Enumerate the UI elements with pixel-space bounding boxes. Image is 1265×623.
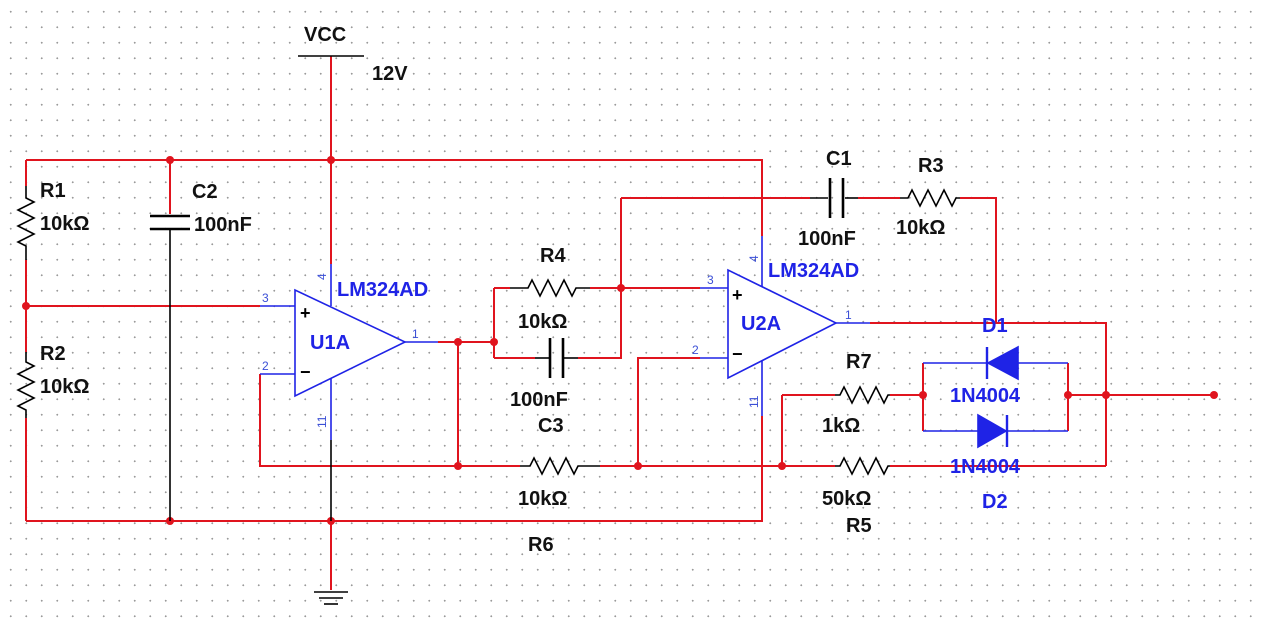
c1-ref: C1 xyxy=(826,148,852,170)
u1-pin-plus: 3 xyxy=(262,291,269,305)
r5-value: 50kΩ xyxy=(822,488,871,510)
r3-value: 10kΩ xyxy=(896,217,945,239)
junction-dot xyxy=(778,462,786,470)
resistor-r1[interactable]: R1 10kΩ xyxy=(16,180,89,260)
junction-dot xyxy=(166,156,174,164)
r4-zigzag xyxy=(510,278,590,298)
u1-pin-vcc: 4 xyxy=(315,273,329,280)
u2-pin-out: 1 xyxy=(845,308,852,322)
c1-value: 100nF xyxy=(798,228,856,250)
r4-value: 10kΩ xyxy=(518,311,567,333)
r6-zigzag xyxy=(520,456,600,476)
wire-u1-minus-feedback xyxy=(259,374,520,467)
c2-value: 100nF xyxy=(194,214,252,236)
junction-dot xyxy=(490,338,498,346)
opamp-u1a[interactable]: + − U1A LM324AD 3 2 1 4 11 xyxy=(260,264,438,521)
c3-value: 100nF xyxy=(510,389,568,411)
junction-dot xyxy=(919,391,927,399)
r2-value: 10kΩ xyxy=(40,376,89,398)
diode-d1[interactable]: D1 1N4004 xyxy=(923,315,1068,407)
vcc-voltage: 12V xyxy=(372,63,408,85)
u2-part: LM324AD xyxy=(768,260,859,282)
r7-zigzag xyxy=(835,385,890,405)
u1-pin-out: 1 xyxy=(412,327,419,341)
junction-dot xyxy=(1102,391,1110,399)
r7-value: 1kΩ xyxy=(822,415,860,437)
capacitor-c1[interactable]: C1 100nF xyxy=(798,148,858,250)
u1-minus-sign: − xyxy=(300,362,311,382)
wire-bottom-rail xyxy=(26,416,763,522)
r7-ref: R7 xyxy=(846,351,872,373)
capacitor-c3[interactable]: 100nF C3 xyxy=(510,338,578,437)
junction-dot xyxy=(454,338,462,346)
r6-value: 10kΩ xyxy=(518,488,567,510)
r1-zigzag xyxy=(16,186,36,260)
r2-ref: R2 xyxy=(40,343,66,365)
wire-r3-d1 xyxy=(960,197,997,322)
output-probe[interactable] xyxy=(1210,391,1218,399)
junction-dot xyxy=(634,462,642,470)
resistor-r2[interactable]: R2 10kΩ xyxy=(16,343,89,418)
u2-ref: U2A xyxy=(741,313,781,335)
r1-ref: R1 xyxy=(40,180,66,202)
resistor-r7[interactable]: R7 1kΩ xyxy=(822,351,890,437)
d1-triangle xyxy=(986,345,1019,381)
junction-dot xyxy=(22,302,30,310)
u1-part: LM324AD xyxy=(337,279,428,301)
d2-part: 1N4004 xyxy=(950,456,1021,478)
c2-ref: C2 xyxy=(192,181,218,203)
vcc-label: VCC xyxy=(304,24,346,46)
wire-c3-right xyxy=(578,198,622,359)
r2-zigzag xyxy=(16,352,36,418)
wire-u2-minus xyxy=(637,357,700,466)
junction-dot xyxy=(617,284,625,292)
r4-ref: R4 xyxy=(540,245,566,267)
u1-pin-minus: 2 xyxy=(262,359,269,373)
resistor-r6[interactable]: 10kΩ R6 xyxy=(518,456,600,556)
wires xyxy=(25,56,1214,590)
junction-dot xyxy=(454,462,462,470)
r5-zigzag xyxy=(835,456,890,476)
d2-triangle xyxy=(977,413,1008,449)
vcc-symbol[interactable]: VCC 12V xyxy=(298,24,408,85)
r3-ref: R3 xyxy=(918,155,944,177)
u2-minus-sign: − xyxy=(732,344,743,364)
r6-ref: R6 xyxy=(528,534,554,556)
diode-d2[interactable]: 1N4004 D2 xyxy=(923,413,1068,513)
u2-triangle xyxy=(727,268,838,380)
capacitor-c2[interactable]: C2 100nF xyxy=(150,181,252,521)
u2-pin-vcc: 4 xyxy=(747,255,761,262)
c3-ref: C3 xyxy=(538,415,564,437)
r1-value: 10kΩ xyxy=(40,213,89,235)
u2-plus-sign: + xyxy=(732,285,743,305)
u1-ref: U1A xyxy=(310,332,350,354)
r3-zigzag xyxy=(900,188,960,208)
wire-u2-out xyxy=(870,322,1107,466)
wire-top-rail xyxy=(26,159,763,236)
junction-dot xyxy=(327,156,335,164)
u1-triangle xyxy=(294,288,407,398)
opamp-u2a[interactable]: + − U2A LM324AD 3 2 1 4 11 xyxy=(692,236,870,416)
u1-pin-gnd: 11 xyxy=(315,415,329,428)
r5-ref: R5 xyxy=(846,515,872,537)
d1-ref: D1 xyxy=(982,315,1008,337)
u1-plus-sign: + xyxy=(300,303,311,323)
resistor-r3[interactable]: R3 10kΩ xyxy=(896,155,960,239)
u2-pin-gnd: 11 xyxy=(747,395,761,408)
d1-part: 1N4004 xyxy=(950,385,1021,407)
u2-pin-plus: 3 xyxy=(707,273,714,287)
junction-dot xyxy=(1064,391,1072,399)
d2-ref: D2 xyxy=(982,491,1008,513)
ground-symbol[interactable] xyxy=(314,591,348,605)
u2-pin-minus: 2 xyxy=(692,343,699,357)
resistor-r4[interactable]: R4 10kΩ xyxy=(510,245,590,333)
junctions xyxy=(22,156,1218,525)
resistor-r5[interactable]: 50kΩ R5 xyxy=(822,456,890,537)
